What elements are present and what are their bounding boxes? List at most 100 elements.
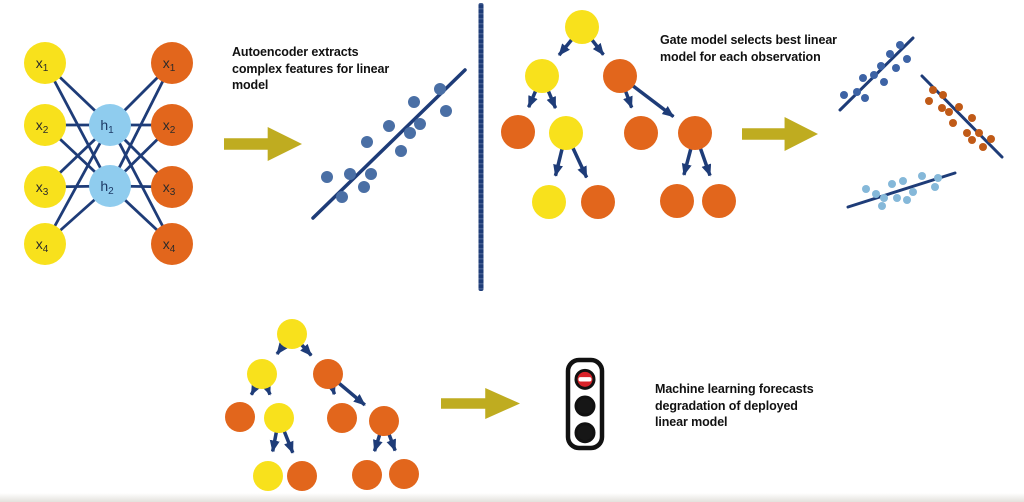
ae-input-node [24,42,66,84]
scatter-dot [383,120,395,132]
tree-edge-arrow [623,89,634,109]
caption-autoencoder-line-1: Autoencoder extracts [232,45,359,59]
caption-degradation: Machine learning forecasts degradation o… [655,381,850,431]
tree-node-yellow [247,359,277,389]
mini-scatter-dot [861,94,869,102]
caption-gate-model: Gate model selects best linear model for… [660,32,850,65]
mini-scatter-dot [938,104,946,112]
tree-node-yellow [532,185,566,219]
separator-bar [478,3,484,291]
tree-edge-arrow [546,89,558,110]
tree-node-orange [389,459,419,489]
tree-node-yellow [549,116,583,150]
mini-scatter-dot [877,62,885,70]
mini-scatter-dot [945,108,953,116]
mini-scatter-dot [880,194,888,202]
tree-edge-arrow [589,37,605,56]
scatter-dot [344,168,356,180]
mini-scatter-dot [859,74,867,82]
ae-input-node [24,104,66,146]
mini-scatter-2 [920,74,1004,159]
mini-scatter-3 [846,171,957,210]
mini-scatter-dot [899,177,907,185]
mini-scatter-dot [909,188,917,196]
decision-tree-1 [501,10,736,219]
ae-input-node [24,166,66,208]
mini-scatter-dot [968,136,976,144]
scatter-dot [358,181,370,193]
scatter-dot [336,191,348,203]
scatter-dot [408,96,420,108]
traffic-light-off-lamp [574,395,596,417]
ae-hidden-node [89,165,131,207]
tree-edge-arrow [698,146,712,177]
mini-scatter-dot [925,97,933,105]
flow-arrow-icon-2 [742,117,818,151]
caption-autoencoder-line-3: model [232,78,269,92]
autoencoder-edge [43,124,112,245]
ae-output-node [151,42,193,84]
tree-edge-arrow [570,145,589,179]
mini-scatter-dot [963,129,971,137]
autoencoder-edge [108,124,174,245]
scatter-dot [434,83,446,95]
tree-node-orange [678,116,712,150]
mini-scatter-dot [934,174,942,182]
mini-scatter-dot [929,86,937,94]
mini-scatter-dot [968,114,976,122]
tree-node-yellow [253,461,283,491]
tree-edge-arrow [299,342,313,357]
ae-output-node [151,166,193,208]
tree-node-orange [702,184,736,218]
ae-output-node [151,223,193,265]
mini-scatter-dot [862,185,870,193]
tree-node-orange [313,359,343,389]
scatter-plot-main [311,68,467,220]
ae-output-node [151,104,193,146]
tree-node-yellow [264,403,294,433]
mini-scatter-dot [878,202,886,210]
tree-node-orange [581,185,615,219]
mini-scatter-dot [888,180,896,188]
scatter-dot [414,118,426,130]
mini-scatter-dot [955,103,963,111]
caption-degradation-line-1: Machine learning forecasts [655,382,814,396]
tree-node-orange [603,59,637,93]
flow-arrow-icon-1 [224,127,302,161]
traffic-light-off-lamp [574,422,596,444]
mini-scatter-dot [975,129,983,137]
mini-scatter-dot [892,64,900,72]
scatter-dot [440,105,452,117]
mini-scatter-dot [840,91,848,99]
tree-node-orange [287,461,317,491]
tree-node-orange [369,406,399,436]
tree-edge-arrow [553,147,565,177]
mini-scatter-dot [918,172,926,180]
scatter-dot [361,136,373,148]
mini-scatter-dot [903,196,911,204]
tree-edge-arrow [386,432,397,452]
decision-tree-2 [225,319,419,491]
tree-node-yellow [565,10,599,44]
tree-edge-arrow [282,429,295,454]
tree-edge-arrow [557,37,574,57]
scatter-dot [321,171,333,183]
tree-edge-arrow [336,381,366,407]
tree-node-orange [660,184,694,218]
caption-degradation-line-3: linear model [655,415,728,429]
mini-scatter-dot [939,91,947,99]
tree-node-orange [501,115,535,149]
mini-scatter-dot [896,41,904,49]
tree-node-yellow [277,319,307,349]
no-entry-bar-icon [578,377,592,382]
caption-gate-line-2: model for each observation [660,49,821,64]
ae-hidden-node [89,104,131,146]
scatter-dot [395,145,407,157]
tree-node-yellow [525,59,559,93]
caption-autoencoder: Autoencoder extracts complex features fo… [232,44,402,94]
mini-scatter-dot [872,190,880,198]
scatter-dot [365,168,377,180]
mini-scatter-dot [903,55,911,63]
